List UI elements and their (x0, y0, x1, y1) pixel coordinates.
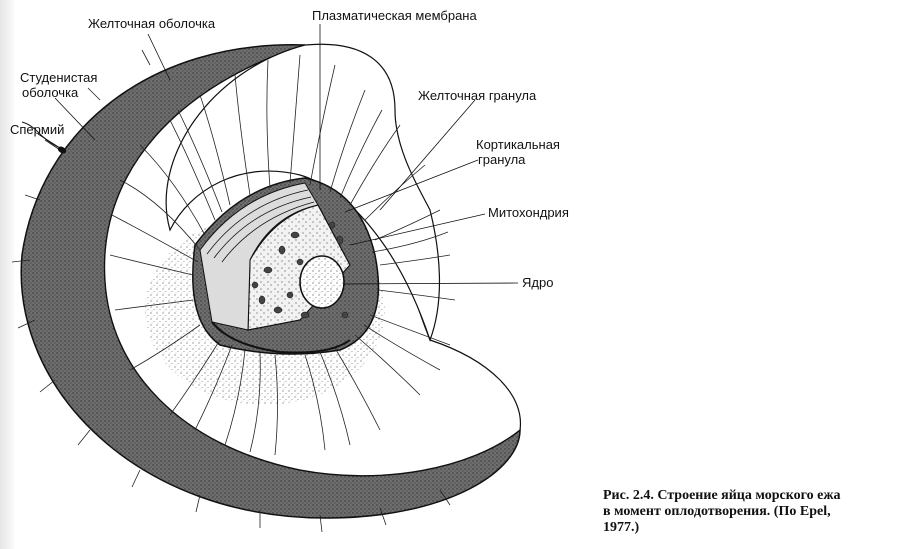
label-sperm: Спермий (10, 122, 65, 137)
nucleus (299, 255, 345, 309)
page-margin-edge (0, 0, 14, 549)
jelly-fibrils (109, 54, 456, 456)
egg-dome (165, 43, 441, 342)
label-plasma-membrane: Плазматическая мембрана (312, 8, 477, 23)
caption-line-1: Рис. 2.4. Строение яйца морского ежа (603, 488, 841, 503)
cortex-layers (199, 182, 319, 331)
label-cortical-granule-line2: гранула (478, 152, 526, 167)
egg-lower-rim (211, 321, 351, 354)
label-yolk-granule: Желточная гранула (418, 88, 537, 103)
caption-line-3: 1977.) (603, 520, 640, 535)
leader-lines (37, 24, 519, 285)
label-jelly-coat-line2: оболочка (22, 85, 79, 100)
organelles (251, 221, 349, 319)
label-cortical-granule-line1: Кортикальная (476, 137, 560, 152)
outer-hairs (11, 49, 451, 533)
caption-line-2: в момент оплодотворения. (По Epel, (603, 504, 831, 519)
label-vitelline-envelope: Желточная оболочка (88, 16, 216, 31)
sperm (21, 121, 67, 154)
label-mitochondrion: Митохондрия (488, 205, 569, 220)
label-jelly-coat-line1: Студенистая (20, 70, 98, 85)
figure-caption: Рис. 2.4. Строение яйца морского ежа в м… (603, 488, 903, 536)
label-nucleus: Ядро (522, 275, 554, 290)
